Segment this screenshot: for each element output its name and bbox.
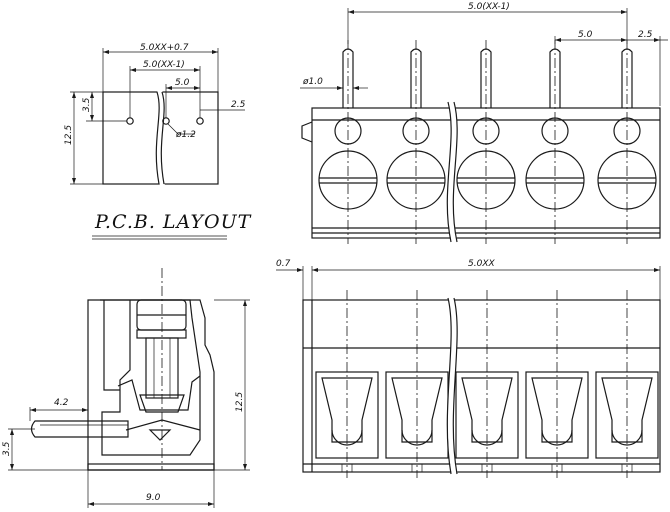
top-pitch-label: 5.0	[578, 30, 593, 40]
side-section-view	[8, 268, 250, 508]
top-total-label: 5.0(XX-1)	[468, 2, 510, 12]
pcb-pitch-total-label: 5.0(XX-1)	[143, 60, 185, 70]
pcb-width-label: 5.0XX+0.7	[140, 43, 189, 53]
pcb-edge-label: 2.5	[231, 100, 246, 110]
pcb-layout-title: P.C.B. LAYOUT	[94, 211, 252, 233]
pcb-layout-view	[70, 48, 245, 186]
front-edge-label: 0.7	[276, 259, 291, 269]
side-pin-label: 4.2	[54, 398, 69, 408]
pin-diameter-label: ø1.0	[302, 77, 323, 87]
pcb-hole-label: ø1.2	[175, 130, 196, 140]
side-row-label: 3.5	[2, 441, 12, 456]
front-total-label: 5.0XX	[468, 259, 495, 269]
pcb-pitch-label: 5.0	[175, 78, 190, 88]
pcb-height-label: 12.5	[64, 125, 74, 145]
top-view	[300, 8, 668, 244]
top-edge-label: 2.5	[638, 30, 653, 40]
front-view	[276, 266, 661, 478]
side-width-label: 9.0	[146, 493, 161, 503]
pcb-row-label: 3.5	[82, 97, 92, 112]
side-height-label: 12.5	[235, 392, 245, 412]
